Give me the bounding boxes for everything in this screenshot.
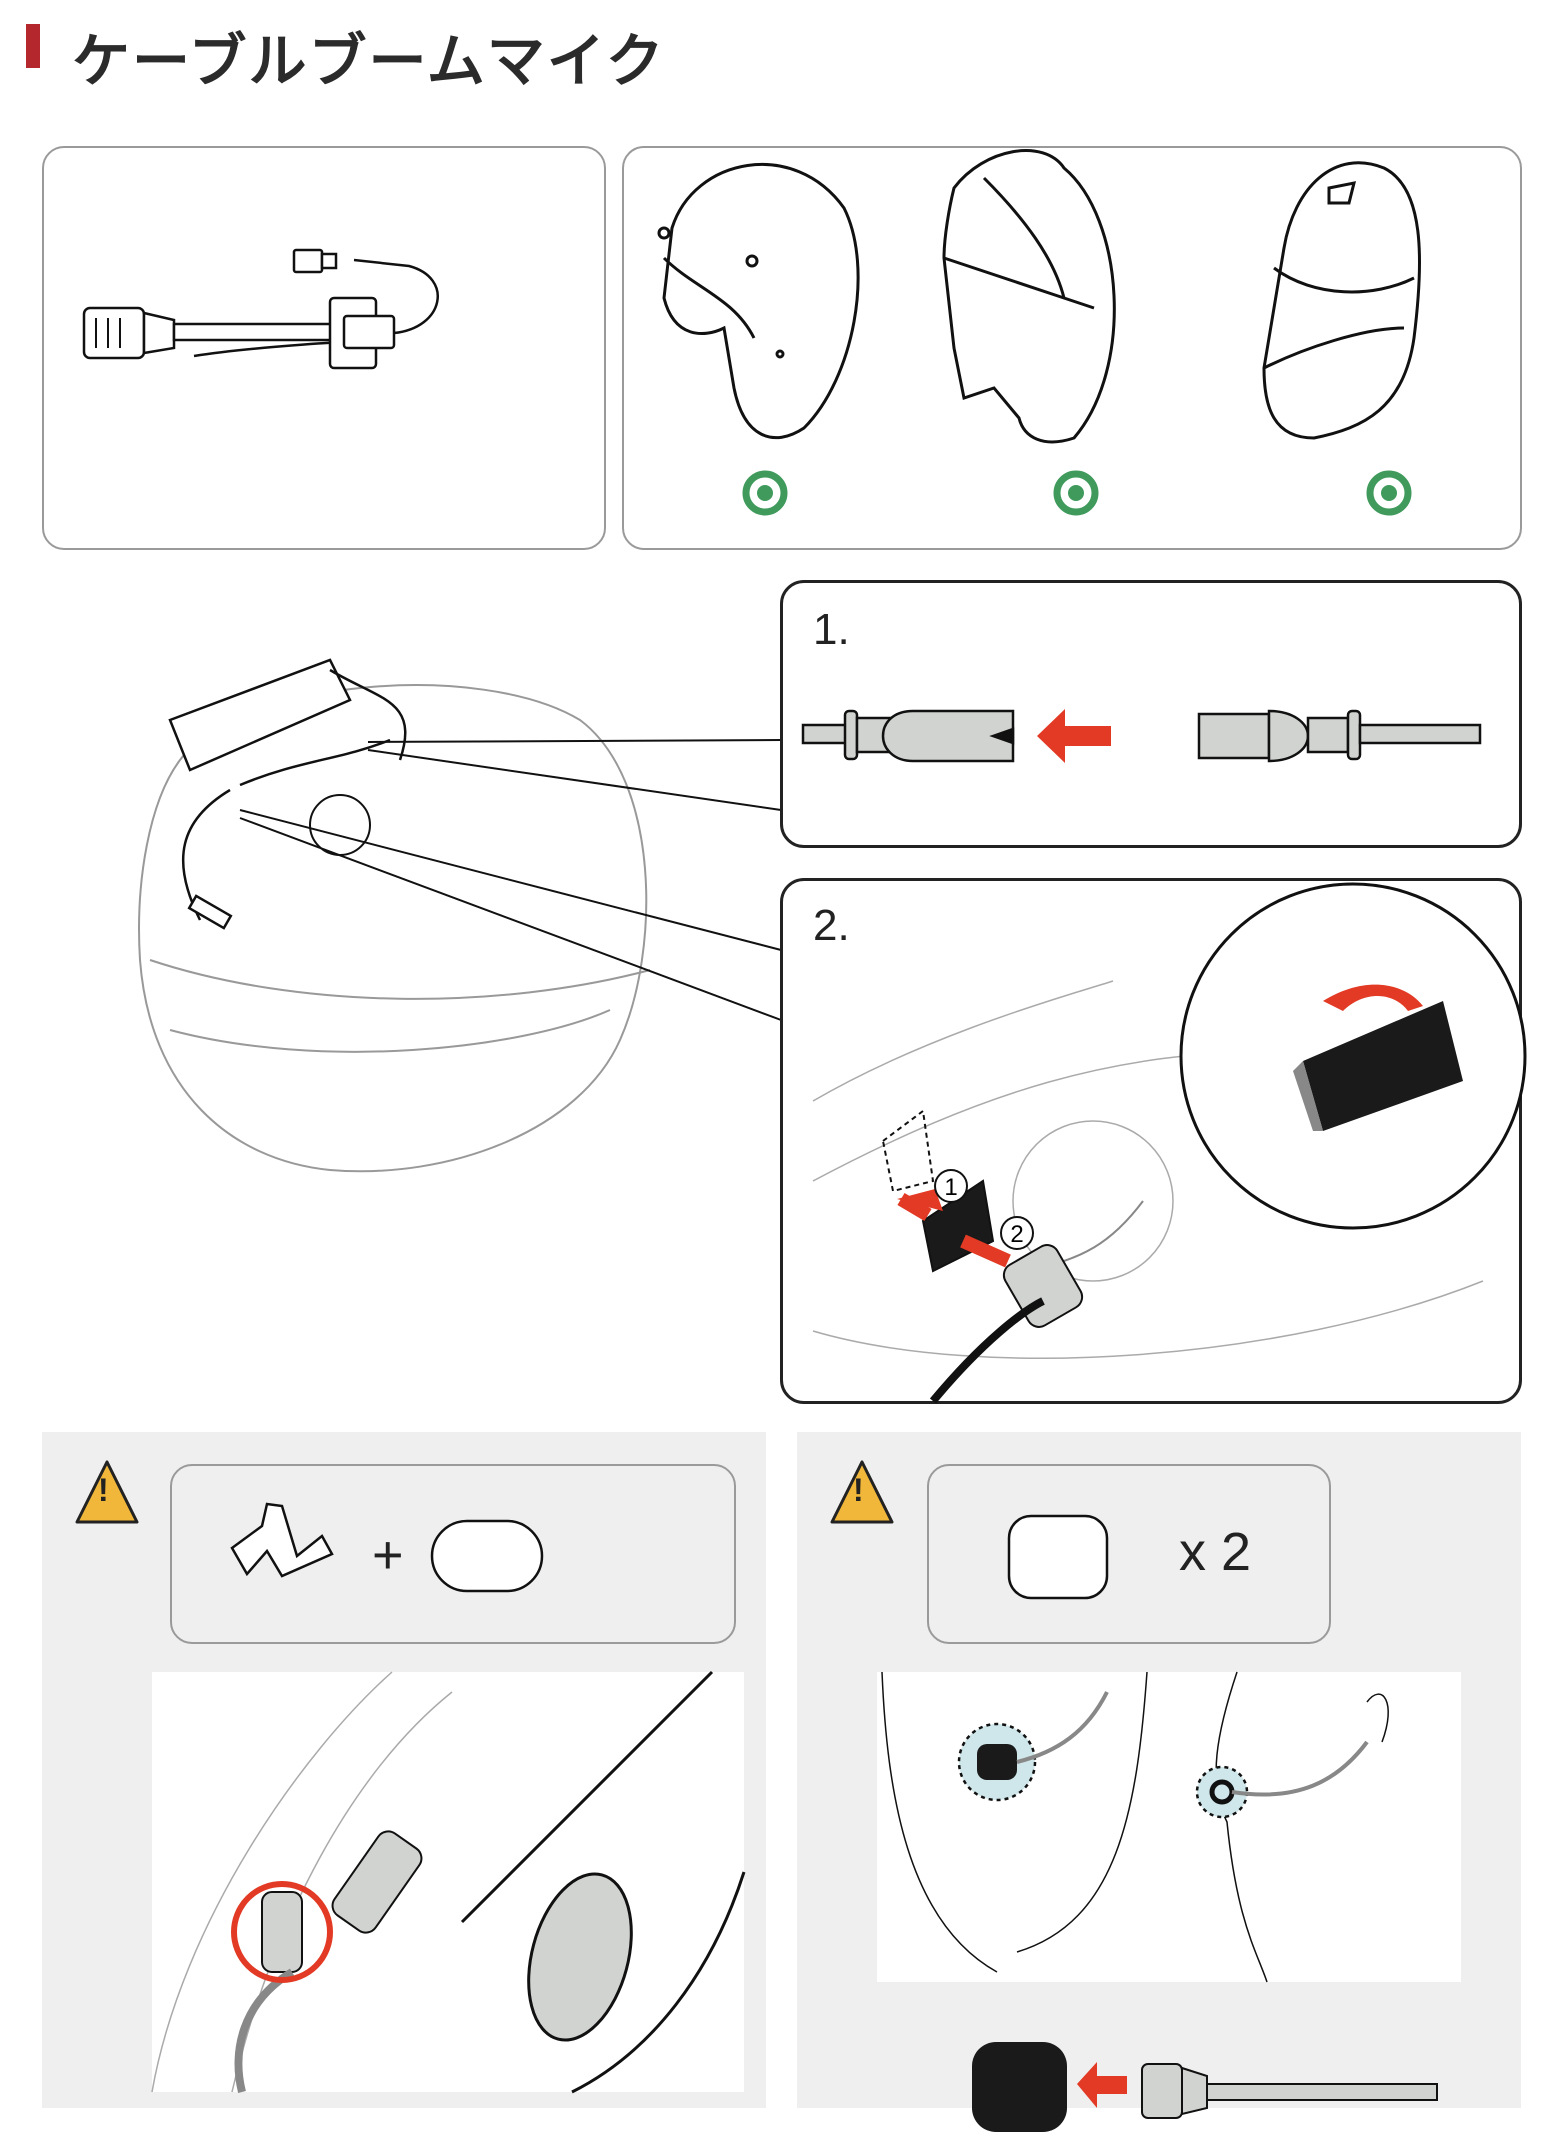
velcro-pad-icon — [230, 1502, 334, 1578]
helmet-compatibility-panel — [622, 146, 1522, 550]
ok-icon — [1053, 470, 1099, 516]
quantity-label: x 2 — [1179, 1522, 1252, 1582]
accessories-box: + — [170, 1464, 736, 1644]
windscreen-panel: ! x 2 — [797, 1432, 1521, 2132]
warning-icon — [830, 1460, 894, 1524]
ok-marks — [742, 470, 1412, 516]
full-face-helmet — [1262, 161, 1422, 440]
ok-icon — [1366, 470, 1412, 516]
boom-mic-illustration — [82, 248, 439, 370]
foam-pad-icon — [430, 1519, 544, 1593]
warning-mark: ! — [98, 1472, 109, 1508]
step-1-box: 1. — [780, 580, 1522, 848]
svg-text:1: 1 — [944, 1174, 957, 1201]
warning-mark: ! — [853, 1472, 864, 1508]
step-number: 2. — [813, 901, 850, 950]
warning-icon — [75, 1460, 139, 1524]
svg-text:2: 2 — [1010, 1221, 1023, 1248]
accessories-box: x 2 — [927, 1464, 1331, 1644]
highlight-circle — [231, 1881, 333, 1983]
plus-sign: + — [372, 1525, 404, 1585]
ok-icon — [742, 470, 788, 516]
page-title: ケーブルブームマイク — [72, 27, 666, 95]
open-face-helmet — [657, 163, 860, 439]
product-panel — [42, 146, 606, 550]
accessory-pad-panel: ! + — [42, 1432, 766, 2108]
helmet-illustrations — [657, 149, 1422, 516]
clip-detail-illustration — [151, 1670, 746, 2094]
step-2-box: 2. 1 2 — [780, 878, 1527, 1404]
step-number: 1. — [813, 605, 850, 654]
connector-illustration — [801, 709, 1482, 763]
mic-position-illustration — [877, 1671, 1461, 2132]
title-accent-bar — [26, 24, 40, 68]
arrow-left-icon — [1077, 2062, 1127, 2108]
modular-helmet — [942, 149, 1116, 444]
arrow-left-icon — [1037, 709, 1111, 763]
black-windscreen — [972, 2042, 1067, 2132]
pad-placement-illustration: 1 2 — [812, 882, 1527, 1404]
callout-1: 1 — [934, 1169, 968, 1203]
callout-2: 2 — [1000, 1216, 1034, 1250]
foam-windscreen-icon — [1007, 1514, 1109, 1600]
